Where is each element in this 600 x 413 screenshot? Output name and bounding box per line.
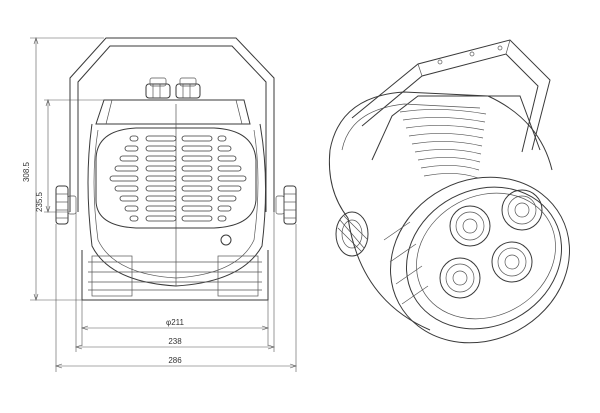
grille-slot	[181, 215, 213, 222]
grille-slot	[181, 155, 213, 162]
housing-body	[87, 104, 267, 287]
led-lens	[491, 241, 533, 283]
grille-slot	[181, 185, 213, 192]
grille-slot	[145, 215, 177, 222]
iso-body-lower	[347, 217, 431, 331]
iso-yoke	[351, 39, 551, 161]
dim-lens-diameter: φ211	[166, 318, 184, 327]
cooling-fin	[414, 149, 482, 155]
isometric-view	[328, 39, 570, 344]
grille-slot	[217, 145, 232, 152]
status-indicator	[220, 234, 232, 246]
grille-slot	[145, 175, 177, 182]
horizontal-dimensions	[55, 212, 297, 372]
grille-slot	[217, 175, 247, 182]
cooling-fin	[420, 165, 480, 171]
cooling-grille	[95, 127, 257, 229]
grille-slot	[181, 175, 213, 182]
cable-glands	[145, 77, 201, 99]
housing-top	[95, 99, 251, 125]
grille-slot	[119, 195, 139, 202]
yoke-bracket	[69, 37, 275, 212]
base	[81, 250, 269, 301]
cooling-fin	[405, 125, 485, 131]
grille-slot	[145, 185, 177, 192]
iso-housing	[328, 91, 553, 219]
iso-led-lenses	[439, 189, 543, 299]
grille-slot	[145, 195, 177, 202]
iso-front-bezel	[383, 176, 570, 344]
front-view: 308.5 235.5 φ211 238 286	[22, 37, 297, 372]
grille-slot	[217, 165, 242, 172]
grille-slot	[124, 205, 139, 212]
led-lens	[439, 257, 481, 299]
grille-slot	[217, 155, 237, 162]
left-knob	[55, 185, 77, 225]
grille-slot	[181, 165, 213, 172]
led-lens	[449, 205, 491, 247]
dim-body-width: 238	[168, 337, 182, 346]
grille-slot	[181, 145, 213, 152]
cooling-fin	[411, 141, 483, 147]
cooling-fin	[399, 109, 487, 115]
grille-slot	[114, 185, 139, 192]
dim-overall-width: 286	[168, 356, 182, 365]
grille-slot	[119, 155, 139, 162]
dim-height-axis: 235.5	[35, 191, 44, 212]
grille-slot	[181, 195, 213, 202]
grille-slot	[217, 195, 237, 202]
cooling-fin	[408, 133, 484, 139]
grille-slot	[145, 145, 177, 152]
grille-slot	[217, 185, 242, 192]
iso-knob	[335, 211, 369, 257]
dim-height-total: 308.5	[22, 161, 31, 182]
grille-slot	[145, 135, 177, 142]
grille-slot	[217, 215, 227, 222]
grille-slot	[145, 165, 177, 172]
cooling-fin	[423, 173, 479, 179]
right-knob	[275, 185, 297, 225]
grille-slot	[217, 205, 232, 212]
grille-slot	[145, 155, 177, 162]
grille-slot	[109, 175, 139, 182]
grille-slot	[145, 205, 177, 212]
cooling-fin	[417, 157, 481, 163]
grille-slot	[217, 135, 227, 142]
grille-slot	[114, 165, 139, 172]
grille-slot	[181, 205, 213, 212]
grille-slot	[129, 135, 139, 142]
led-lens	[501, 189, 543, 231]
grille-slot	[181, 135, 213, 142]
cooling-fin	[402, 117, 486, 123]
grille-slot	[124, 145, 139, 152]
grille-slot	[129, 215, 139, 222]
vertical-dimensions	[30, 37, 104, 301]
